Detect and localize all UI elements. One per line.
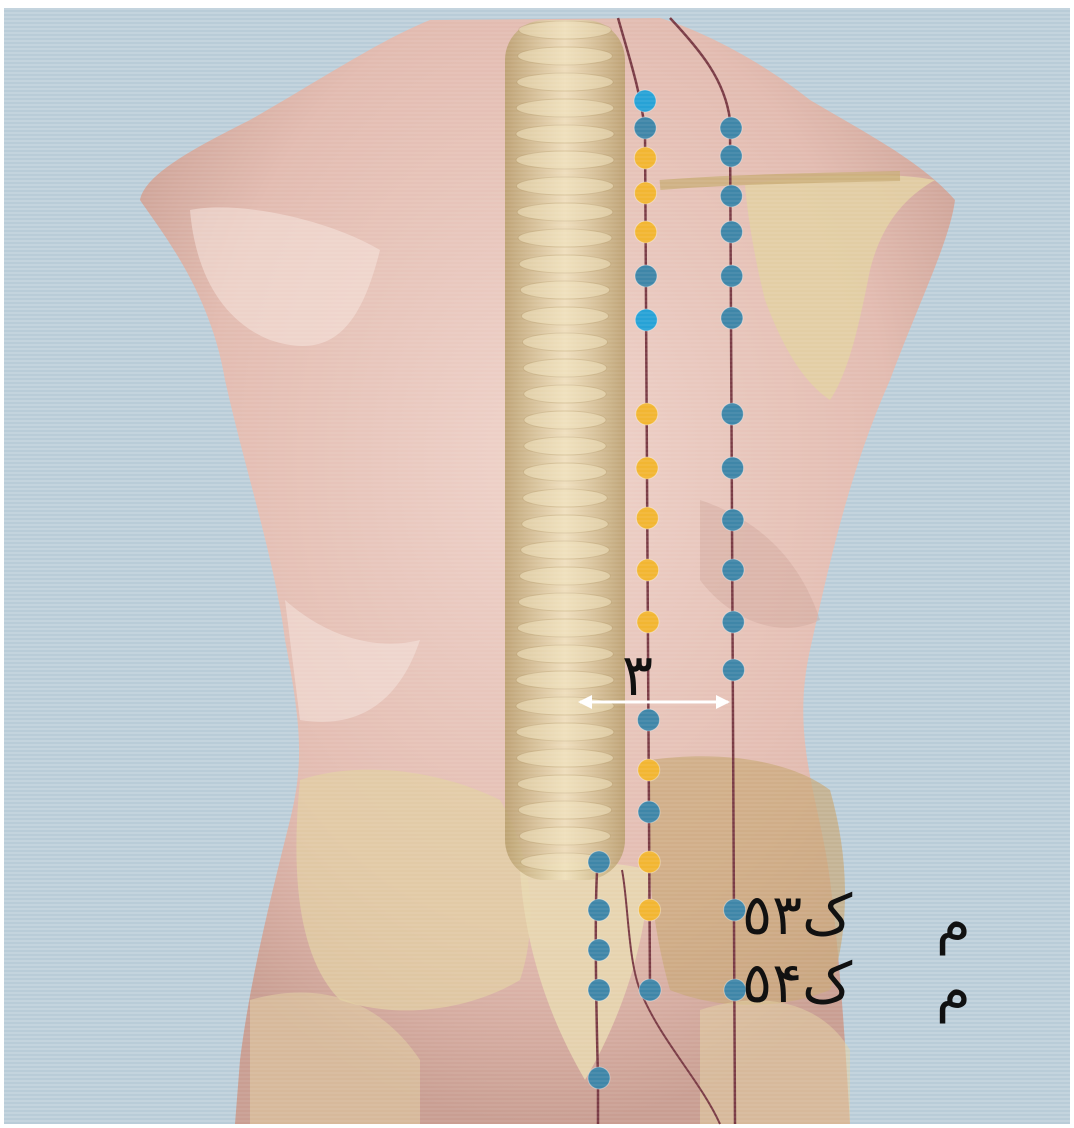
point-54-prefix-label: م xyxy=(936,964,971,1020)
point-53-code-label: ک٥٣ xyxy=(742,888,852,944)
point-53-prefix-label: م xyxy=(936,896,971,952)
point-54-code-label: ک٥۴ xyxy=(742,956,852,1012)
distance-label: ٣ xyxy=(622,646,653,704)
